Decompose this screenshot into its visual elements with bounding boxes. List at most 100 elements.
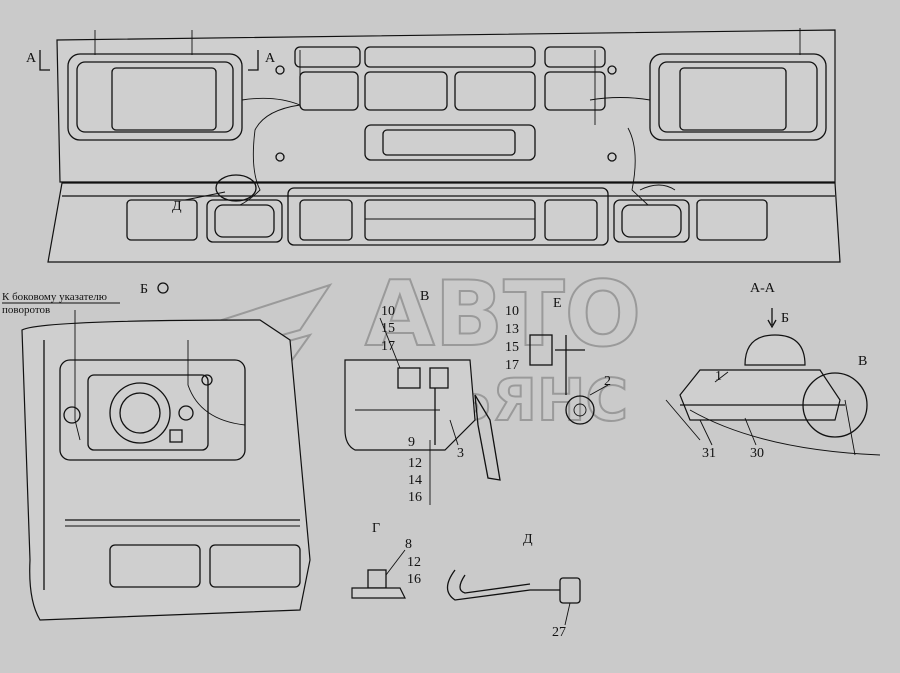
fog-lamp-right-lens bbox=[621, 204, 682, 238]
grommet-icon bbox=[565, 395, 595, 425]
cable-loop bbox=[446, 569, 560, 601]
screw-icon bbox=[275, 152, 285, 162]
detail-d-callout-circle bbox=[215, 174, 257, 202]
detail-d-callout-label: Д bbox=[172, 199, 182, 214]
leader-line bbox=[744, 417, 757, 446]
turn-signal-plug-icon bbox=[63, 406, 81, 424]
section-aa: А-А Б В 1 31 30 bbox=[665, 281, 881, 461]
view-arrow-head-icon bbox=[767, 319, 777, 329]
part-v-12: 12 bbox=[408, 456, 422, 471]
screw-icon bbox=[607, 65, 617, 75]
view-e: Е 10 13 15 17 2 bbox=[505, 296, 611, 425]
view-d-label: Д bbox=[523, 532, 533, 547]
right-headlamp-lens bbox=[679, 67, 787, 131]
note-line2: поворотов bbox=[2, 304, 50, 316]
center-emblem-slot bbox=[364, 124, 536, 161]
view-e-label: Е bbox=[553, 296, 562, 311]
plate-section bbox=[351, 587, 406, 599]
bracket-body bbox=[344, 359, 476, 451]
section-a-left-label: А bbox=[26, 51, 37, 66]
leader-line bbox=[844, 399, 856, 456]
grommet-inner bbox=[573, 403, 587, 417]
wiring-harness-right bbox=[589, 50, 651, 206]
panel-contour bbox=[689, 409, 881, 456]
part-v-9: 9 bbox=[408, 435, 415, 450]
part-v-10: 10 bbox=[381, 304, 395, 319]
bolt-head-icon bbox=[397, 367, 421, 389]
section-aa-arrow-label: Б bbox=[781, 311, 789, 326]
part-aa-1: 1 bbox=[715, 369, 722, 384]
part-e-15: 15 bbox=[505, 340, 519, 355]
leader-line bbox=[665, 399, 701, 441]
connector-plug-icon bbox=[559, 577, 581, 604]
leader-line bbox=[184, 191, 226, 201]
screw-icon bbox=[275, 65, 285, 75]
leader-line bbox=[385, 549, 406, 576]
grille-slot bbox=[454, 71, 536, 111]
screw-icon bbox=[201, 374, 213, 386]
lamp-reflector bbox=[109, 382, 171, 444]
wiring-harness-left bbox=[239, 50, 301, 206]
view-b-rotation-icon bbox=[157, 282, 169, 294]
side-panel-outline bbox=[21, 319, 311, 621]
left-headlamp-inner bbox=[76, 61, 234, 133]
leader-line bbox=[379, 317, 401, 369]
view-b-label: Б bbox=[140, 282, 148, 297]
bumper-slot bbox=[299, 199, 353, 241]
fog-lamp-left-lens bbox=[214, 204, 275, 238]
leader-line bbox=[589, 384, 609, 396]
left-headlamp bbox=[67, 53, 243, 141]
grille-slot bbox=[544, 46, 606, 68]
leader-line bbox=[714, 371, 729, 383]
section-aa-label: А-А bbox=[750, 281, 776, 296]
right-headlamp-inner bbox=[658, 61, 818, 133]
left-headlamp-lens bbox=[111, 67, 217, 131]
connector-right bbox=[639, 184, 676, 191]
lamp-housing bbox=[59, 359, 246, 461]
leader-line bbox=[564, 602, 571, 626]
view-g: Г 8 12 16 bbox=[351, 521, 421, 599]
bumper-outline bbox=[47, 182, 841, 263]
upper-panel-outline bbox=[56, 29, 836, 183]
part-v-15: 15 bbox=[381, 321, 395, 336]
part-v-3: 3 bbox=[457, 446, 464, 461]
view-v-label: В bbox=[420, 289, 429, 304]
part-e-17: 17 bbox=[505, 358, 519, 373]
part-aa-31: 31 bbox=[702, 446, 716, 461]
grille-slot bbox=[294, 46, 361, 68]
lamp-reflector-inner bbox=[119, 392, 161, 434]
front-panel-view: А А Д bbox=[26, 28, 841, 263]
nut-icon bbox=[367, 569, 387, 589]
part-g-16: 16 bbox=[407, 572, 421, 587]
part-g-8: 8 bbox=[405, 537, 412, 552]
note-line1: К боковому указателю bbox=[2, 291, 107, 303]
view-b-side: Б К боковому указателю поворотов bbox=[2, 282, 311, 621]
part-v-14: 14 bbox=[408, 473, 422, 488]
part-e-10: 10 bbox=[505, 304, 519, 319]
leader-line bbox=[449, 419, 459, 446]
leader-line bbox=[699, 419, 713, 446]
view-g-label: Г bbox=[372, 521, 380, 536]
part-d-27: 27 bbox=[552, 625, 566, 640]
detail-v-callout-circle bbox=[802, 372, 868, 438]
fog-lamp-right bbox=[613, 199, 690, 243]
part-e-2: 2 bbox=[604, 374, 611, 389]
part-g-12: 12 bbox=[407, 555, 421, 570]
terminal-icon bbox=[169, 429, 183, 443]
view-v: В 10 15 17 9 12 14 16 3 bbox=[344, 289, 501, 505]
section-a-right-label: А bbox=[265, 51, 276, 66]
cable-loop-inner bbox=[459, 574, 531, 594]
part-aa-30: 30 bbox=[750, 446, 764, 461]
side-slot-left bbox=[109, 544, 201, 588]
watermark-line1: АВТО bbox=[365, 262, 641, 367]
bulb-socket-icon bbox=[178, 405, 194, 421]
screw-icon bbox=[607, 152, 617, 162]
part-v-17: 17 bbox=[381, 339, 395, 354]
callout-v-label: В bbox=[858, 354, 867, 369]
part-e-13: 13 bbox=[505, 322, 519, 337]
lamp-dome bbox=[744, 334, 806, 366]
bumper-slot bbox=[544, 199, 598, 241]
right-headlamp bbox=[649, 53, 827, 141]
